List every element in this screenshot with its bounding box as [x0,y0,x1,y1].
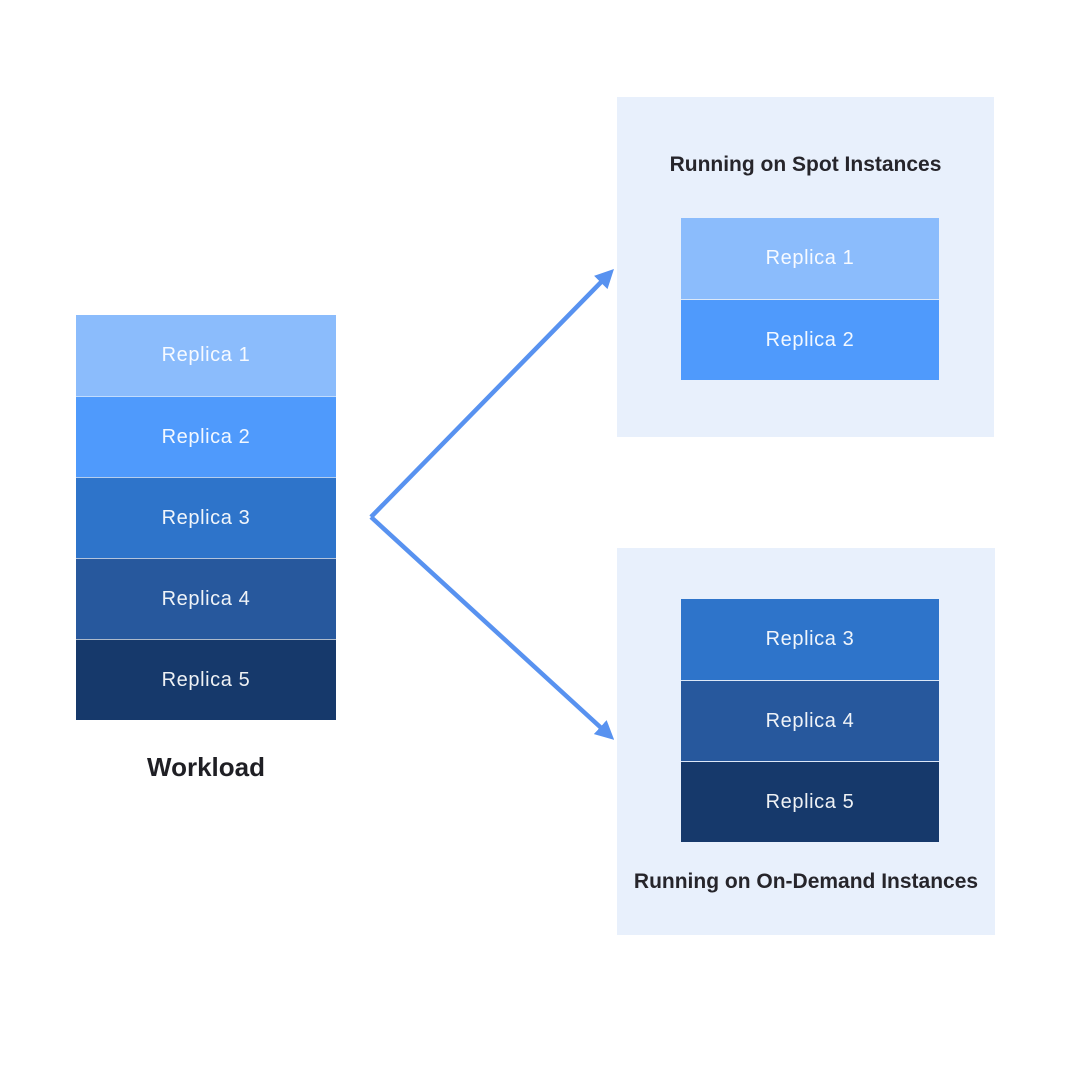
spot-replica-1: Replica 1 [681,218,939,299]
workload-replica-3: Replica 3 [76,477,336,558]
ondemand-panel-title: Running on On-Demand Instances [633,870,979,893]
replica-label: Replica 3 [161,506,251,529]
spot-panel-title: Running on Spot Instances [669,153,942,176]
replica-label: Replica 4 [161,587,251,610]
spot-panel: Running on Spot Instances Replica 1 Repl… [617,97,994,437]
workload-caption: Workload [147,752,265,782]
replica-label: Replica 4 [765,709,855,732]
replica-label: Replica 1 [765,247,855,269]
spot-replica-2: Replica 2 [681,299,939,380]
workload-replica-5: Replica 5 [76,639,336,720]
workload-replica-1: Replica 1 [76,315,336,396]
spot-stack: Replica 1 Replica 2 [681,218,939,380]
replica-label: Replica 2 [161,425,251,448]
arrow-to-spot [369,268,614,519]
arrow-to-ondemand [369,515,615,740]
replica-label: Replica 5 [765,790,855,813]
replica-label: Replica 3 [765,628,855,650]
ondemand-replica-5: Replica 5 [681,761,939,842]
ondemand-stack: Replica 3 Replica 4 Replica 5 [681,599,939,842]
workload-stack: Replica 1 Replica 2 Replica 3 Replica 4 … [76,315,336,720]
ondemand-panel: Replica 3 Replica 4 Replica 5 Running on… [617,548,995,935]
ondemand-replica-3: Replica 3 [681,599,939,680]
replica-label: Replica 1 [161,344,251,366]
ondemand-replica-4: Replica 4 [681,680,939,761]
workload-replica-4: Replica 4 [76,558,336,639]
replica-label: Replica 5 [161,668,251,691]
replica-label: Replica 2 [765,328,855,351]
workload-replica-2: Replica 2 [76,396,336,477]
